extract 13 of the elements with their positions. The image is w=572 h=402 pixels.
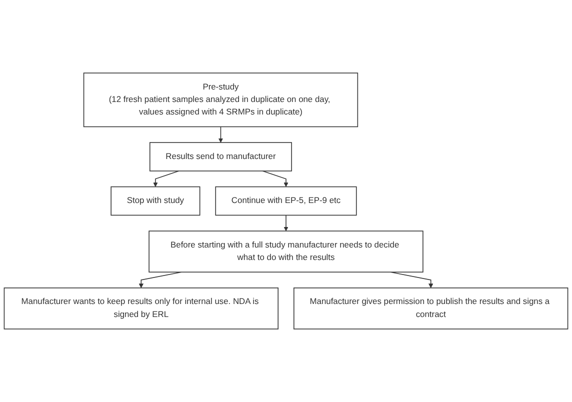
arrow bbox=[284, 214, 288, 232]
arrow bbox=[262, 170, 288, 187]
arrow bbox=[153, 170, 180, 187]
arrow bbox=[138, 272, 182, 288]
arrow bbox=[390, 272, 434, 288]
arrow bbox=[218, 126, 224, 143]
node-box: Manufacturer wants to keep results only for internal use. NDA is signed by ERL bbox=[4, 288, 278, 330]
node-box: Stop with study bbox=[110, 186, 200, 216]
node-box: Continue with EP-5, EP-9 etc bbox=[215, 186, 357, 216]
node-box: Before starting with a full study manufacturer needs to decide what to do with the results bbox=[148, 230, 424, 272]
node-box: Manufacturer gives permission to publish the results and signs a contract bbox=[294, 288, 568, 330]
node-box: Results send to manufacturer bbox=[149, 142, 292, 172]
node-box: Pre-study (12 fresh patient samples analyzed in duplicate on one day, values assigned with 4 SRMPs in duplicate) bbox=[83, 72, 358, 128]
